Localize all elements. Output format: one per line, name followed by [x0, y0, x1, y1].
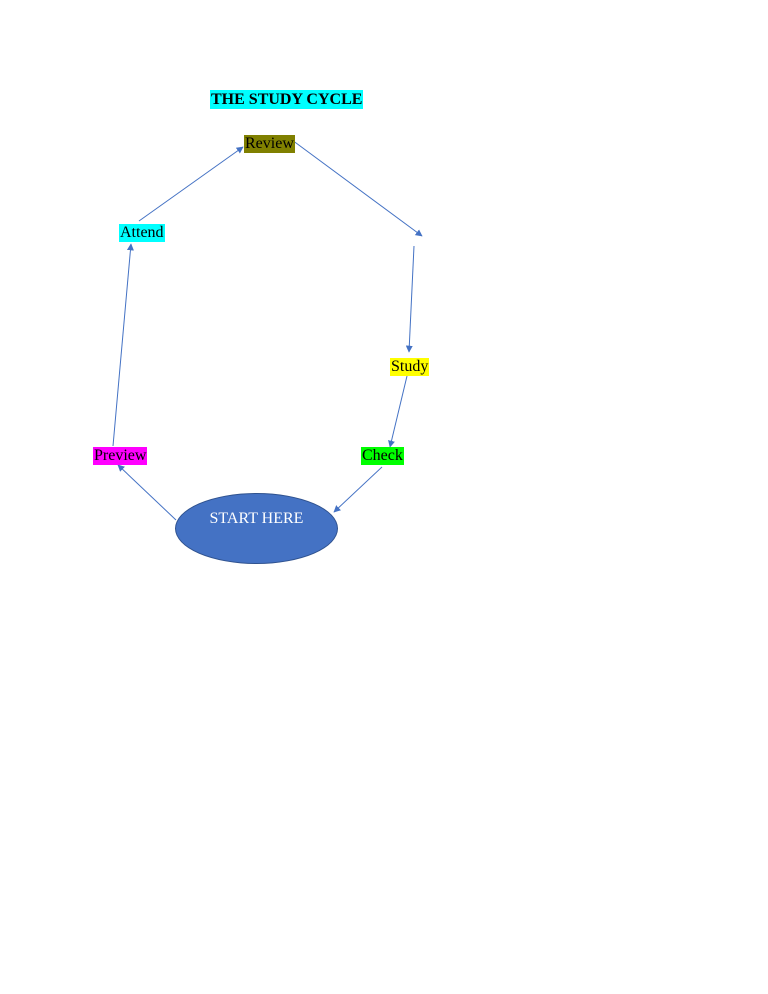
node-preview: Preview — [93, 447, 148, 465]
arrow-check-to-start — [333, 466, 383, 513]
node-attend: Attend — [119, 224, 165, 242]
arrow-preview-to-attend — [112, 243, 134, 447]
start-here-ellipse: START HERE — [175, 493, 338, 564]
arrow-study-to-check — [388, 375, 408, 448]
arrow-(blank)-to-study — [405, 245, 415, 353]
arrow-start-to-preview — [117, 464, 177, 521]
arrow-attend-to-review — [138, 146, 244, 222]
node-review: Review — [244, 135, 295, 153]
node-check: Check — [361, 447, 404, 465]
start-here-label: START HERE — [209, 510, 304, 527]
node-study: Study — [390, 358, 430, 376]
arrow-review-to-(blank) — [291, 139, 423, 237]
diagram-title: THE STUDY CYCLE — [210, 90, 364, 109]
